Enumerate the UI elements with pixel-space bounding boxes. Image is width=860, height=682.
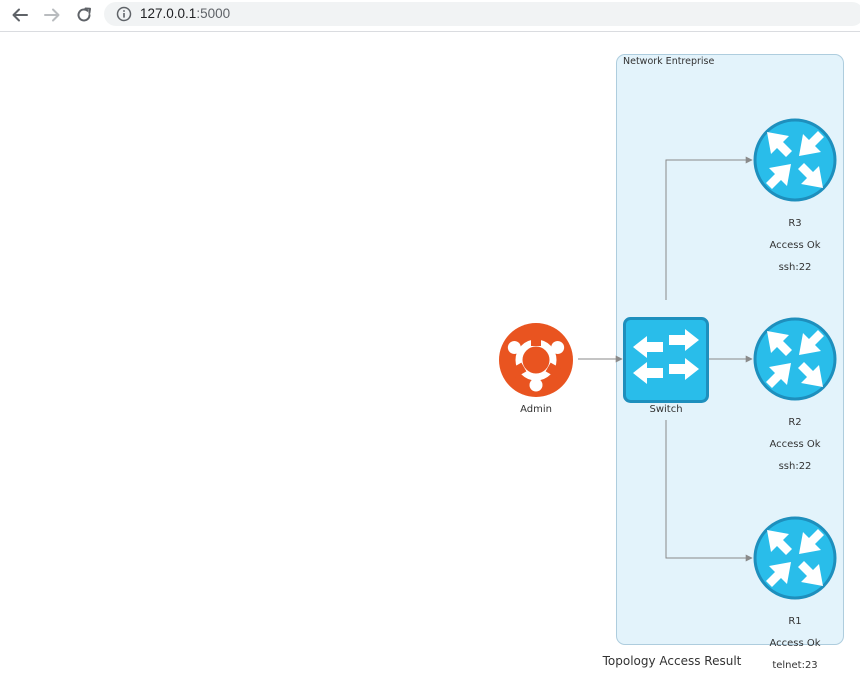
cluster-label: Network Entreprise [623, 56, 715, 67]
address-bar[interactable]: 127.0.0.1:5000 [104, 2, 860, 26]
reload-icon [77, 7, 91, 22]
r3-name: R3 [788, 218, 802, 229]
url-port: :5000 [196, 6, 231, 21]
back-arrow-icon [12, 8, 28, 22]
r1-status: Access Ok [769, 638, 821, 649]
forward-button[interactable] [40, 3, 64, 27]
browser-toolbar: 127.0.0.1:5000 [0, 0, 860, 32]
r3-label: R3 Access Ok ssh:22 [745, 207, 845, 284]
r2-label: R2 Access Ok ssh:22 [745, 406, 845, 483]
switch-icon[interactable] [623, 317, 709, 403]
r1-label: R1 Access Ok telnet:23 [745, 605, 845, 682]
forward-arrow-icon [44, 8, 60, 22]
diagram-caption: Topology Access Result [602, 654, 742, 668]
r2-name: R2 [788, 417, 802, 428]
r2-protocol: ssh:22 [778, 461, 812, 472]
info-icon[interactable] [116, 6, 132, 22]
r1-name: R1 [788, 616, 802, 627]
reload-button[interactable] [72, 3, 96, 27]
url-text: 127.0.0.1:5000 [140, 6, 230, 22]
r2-status: Access Ok [769, 439, 821, 450]
edge-switch-r3 [665, 156, 753, 300]
edge-switch-r1 [665, 420, 753, 562]
r1-protocol: telnet:23 [772, 660, 818, 671]
r3-status: Access Ok [769, 240, 821, 251]
switch-label: Switch [649, 404, 683, 415]
ubuntu-icon[interactable] [498, 322, 574, 398]
router-icon[interactable] [753, 516, 837, 600]
back-button[interactable] [8, 3, 32, 27]
url-host: 127.0.0.1 [140, 6, 197, 21]
router-icon[interactable] [753, 118, 837, 202]
r3-protocol: ssh:22 [778, 262, 812, 273]
router-icon[interactable] [753, 317, 837, 401]
admin-label: Admin [520, 404, 552, 415]
